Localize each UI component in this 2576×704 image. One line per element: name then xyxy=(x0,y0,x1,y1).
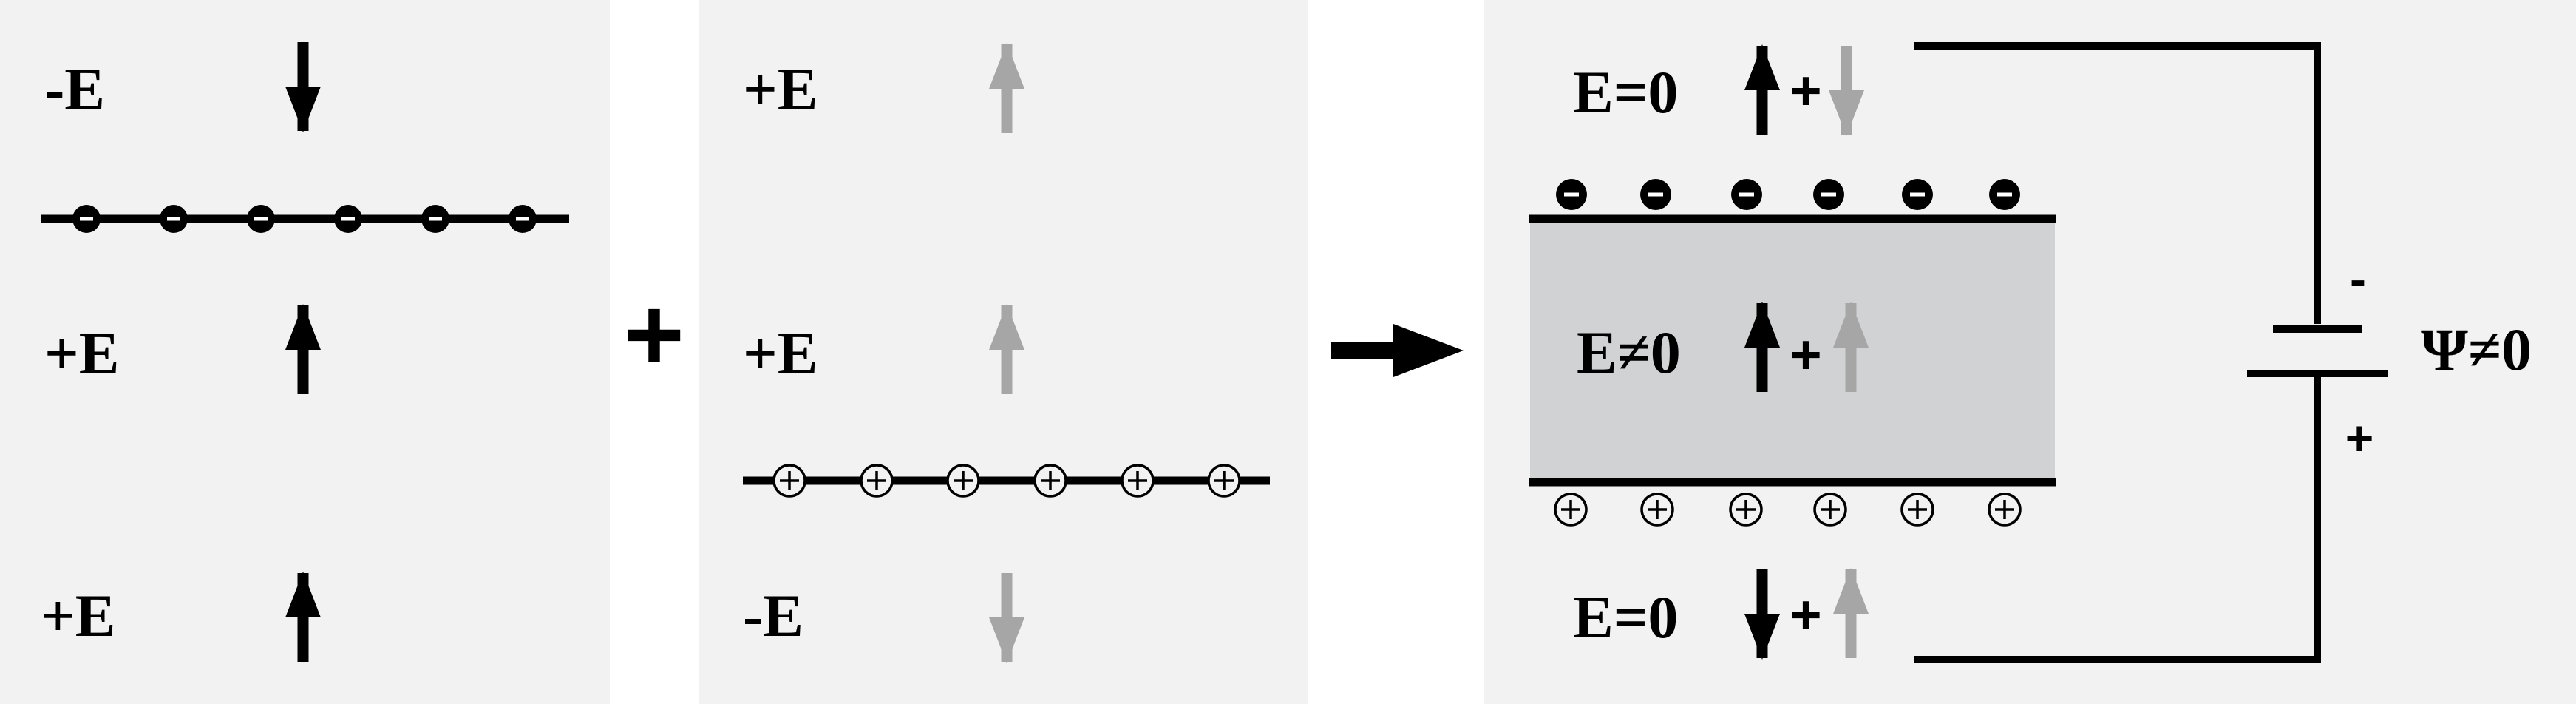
positive-charge xyxy=(1813,493,1847,527)
panel3-bottom-field-label: E=0 xyxy=(1573,583,1678,651)
potential-label: Ψ≠0 xyxy=(2421,316,2532,383)
circuit-top-wire xyxy=(1914,42,2321,324)
combine-plus-sign: + xyxy=(624,276,684,392)
panel2-positive-charges xyxy=(772,464,1241,498)
positive-charge xyxy=(772,464,806,498)
battery-minus-label: - xyxy=(2350,251,2366,306)
panel1-negative-charges xyxy=(72,205,537,233)
battery-circuit xyxy=(1914,42,2388,663)
positive-charge xyxy=(1033,464,1067,498)
panel3-negative-charges xyxy=(1556,179,2020,210)
battery-plus-label: + xyxy=(2345,410,2374,465)
positive-charge xyxy=(1207,464,1241,498)
right-arrow-icon xyxy=(1331,324,1464,377)
panel3-middle-field-label: E≠0 xyxy=(1577,319,1681,386)
panel3-bottom-plus: + xyxy=(1790,584,1821,646)
positive-charge xyxy=(946,464,980,498)
positive-charge xyxy=(1121,464,1155,498)
circuit-bottom-wire xyxy=(1914,376,2321,663)
panel2-field-below-label: -E xyxy=(743,582,803,649)
panel1-field-below-label: +E xyxy=(41,582,115,649)
panel2-field-between-label: +E xyxy=(743,319,818,387)
positive-charge xyxy=(1554,493,1588,527)
positive-charge xyxy=(1729,493,1763,527)
positive-charge xyxy=(1988,493,2022,527)
panel3-middle-plus: + xyxy=(1790,324,1821,385)
panel1-field-between-label: +E xyxy=(44,319,119,387)
panel1-field-above-label: -E xyxy=(44,55,105,123)
panel3-top-field-label: E=0 xyxy=(1573,58,1678,126)
positive-charge xyxy=(860,464,894,498)
panel3-positive-charges xyxy=(1554,493,2022,527)
panel2-field-above-label: +E xyxy=(743,55,818,123)
positive-charge xyxy=(1900,493,1934,527)
positive-charge xyxy=(1640,493,1674,527)
capacitor-dielectric-region xyxy=(1530,218,2055,483)
panel3-top-plus: + xyxy=(1790,60,1821,121)
